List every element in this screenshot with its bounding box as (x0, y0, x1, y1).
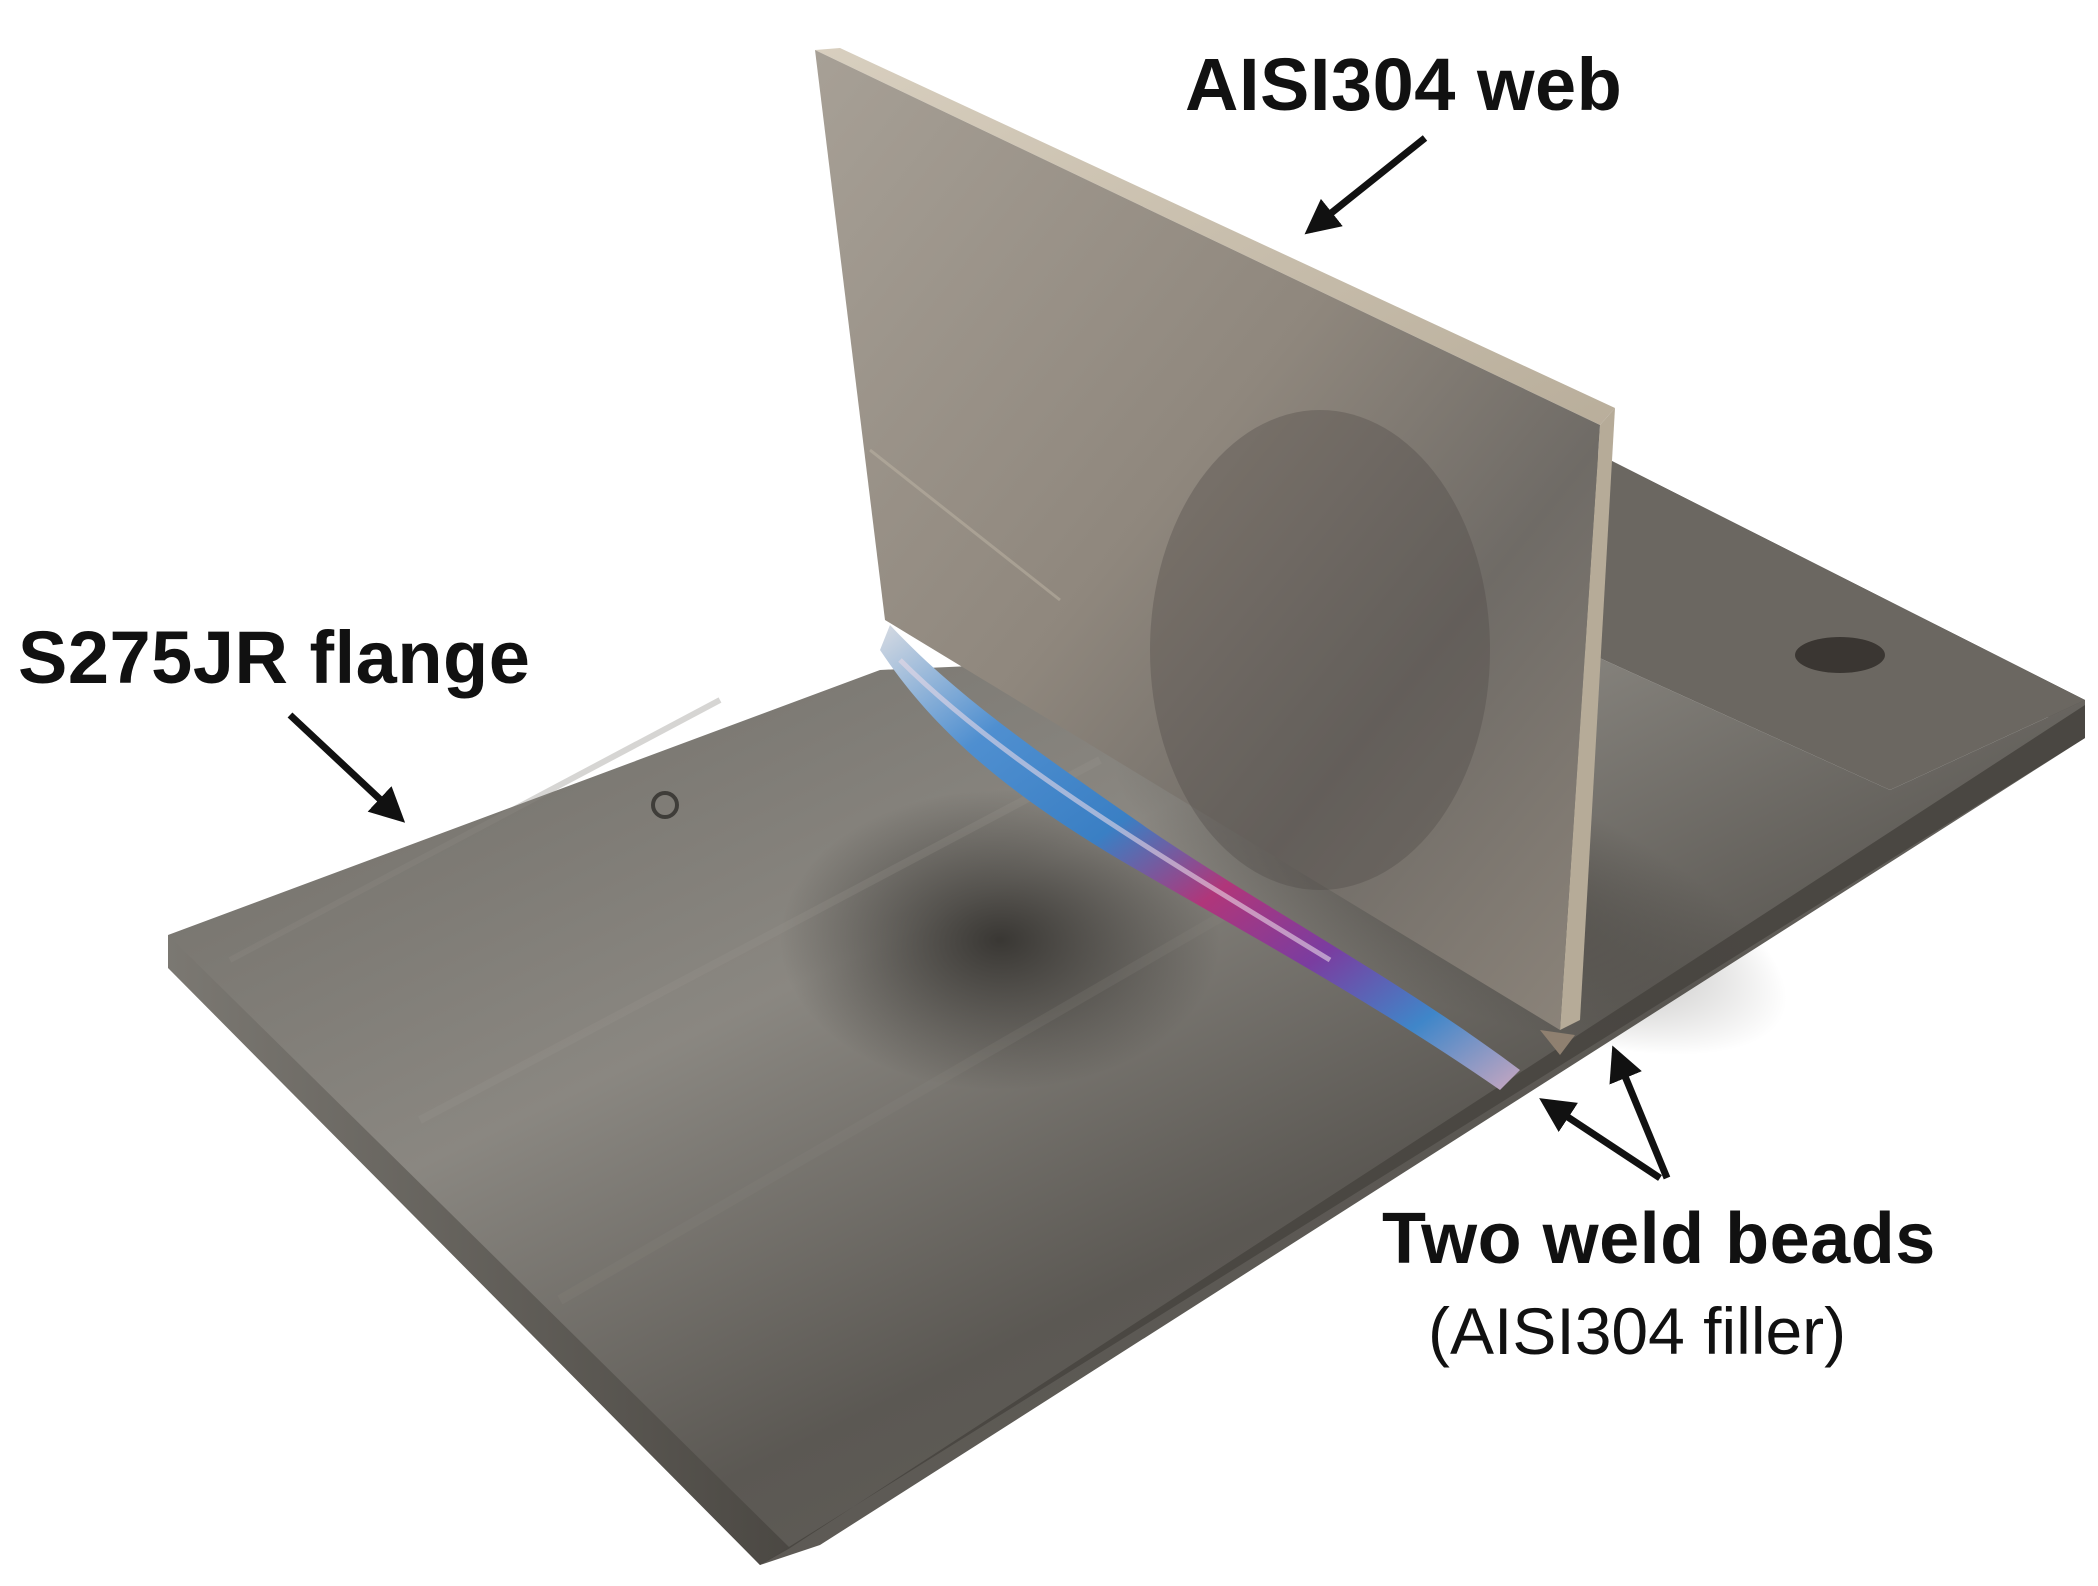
web-label: AISI304 web (1185, 43, 1623, 126)
flange-label: S275JR flange (18, 616, 531, 699)
web-plate (815, 48, 1615, 1030)
web-arrow (1304, 135, 1428, 235)
weld-beads (880, 625, 1575, 1090)
flange-arrow (287, 712, 406, 823)
filler-label: (AISI304 filler) (1428, 1294, 1847, 1368)
annotation-arrows (287, 135, 1671, 1181)
bead-arrow-right (1609, 1045, 1671, 1180)
bead-arrow-left (1539, 1098, 1662, 1181)
weld-beads-label: Two weld beads (1382, 1199, 1936, 1279)
